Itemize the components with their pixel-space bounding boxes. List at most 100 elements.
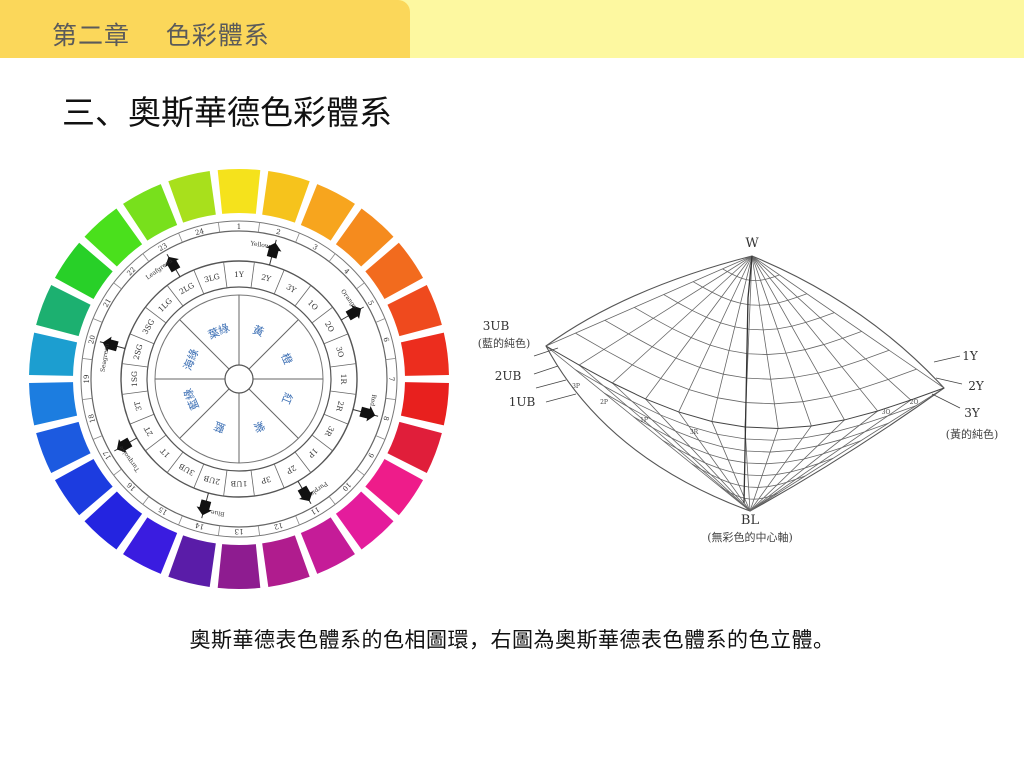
wheel-code-label: 3T (132, 400, 143, 412)
wheel-outer-number: 17 (102, 449, 113, 461)
wheel-outer-number: 6 (381, 336, 390, 343)
ring-line-outer (90, 230, 388, 528)
code-divider (330, 363, 357, 368)
wheel-outer-number: 22 (126, 266, 138, 278)
figure-caption: 奧斯華德表色體系的色相圖環，右圖為奧斯華德表色體系的色立體。 (189, 628, 835, 652)
header-tab (0, 0, 410, 58)
solid-latitude (634, 307, 862, 355)
solid-left-label-2ub: 2UB (495, 369, 522, 383)
hue-segment (168, 171, 216, 223)
wheel-code-label: 2Y (260, 272, 273, 283)
hue-segment (335, 491, 394, 550)
wheel-center-hub (224, 364, 254, 394)
code-divider (145, 434, 167, 452)
solid-bottom-label: BL (741, 513, 760, 528)
wheel-tick (92, 435, 103, 440)
center-hue-name: 藍 (212, 419, 227, 435)
center-hue-name: 橙 (278, 351, 295, 367)
wheel-outer-number: 7 (387, 377, 395, 381)
code-divider (323, 413, 349, 425)
leader-line (535, 379, 567, 389)
pointer-arrow-icon (265, 242, 282, 259)
wheel-outer-number: 9 (366, 451, 375, 459)
wheel-code-label: 1UB (230, 479, 247, 488)
wheel-outer-number: 21 (102, 297, 113, 309)
hue-segment (217, 169, 261, 214)
solid-mesh (545, 255, 945, 512)
wheel-code-label: 1Y (234, 270, 245, 279)
pointer-arrow-icon (102, 336, 119, 353)
wheel-outer-number: 4 (342, 267, 351, 276)
code-divider (193, 463, 205, 489)
wheel-outer-number: 18 (87, 413, 97, 424)
wheel-segments (29, 169, 449, 589)
hue-segment (168, 535, 216, 587)
code-divider (294, 451, 312, 473)
wheel-tick (328, 496, 336, 505)
pointer-arrow-icon (196, 499, 213, 516)
code-divider (223, 470, 228, 497)
wheel-tick (375, 318, 386, 323)
wheel-tick (356, 468, 365, 476)
wheel-code-label: 3LG (203, 272, 221, 285)
code-divider (250, 261, 255, 288)
solid-inner-mark: 1P (640, 417, 648, 424)
hue-segment (400, 332, 449, 376)
wheel-code-label: 2R (334, 400, 345, 413)
pointer-label: Seagreen (99, 343, 110, 373)
ostwald-color-solid: W BL (無彩色的中心軸) 3UB (藍的純色) 2UB 1UB 1Y 2Y … (478, 236, 999, 544)
center-hue-name: 黃 (251, 323, 266, 339)
wheel-outer-number: 19 (83, 375, 91, 384)
wheel-tick (257, 222, 261, 233)
solid-right-note-yellow: (黃的純色) (946, 427, 999, 441)
wheel-tick (328, 253, 336, 262)
solid-latitude (720, 487, 778, 500)
wheel-tick (217, 525, 221, 536)
pointer-arrow-icon (165, 256, 181, 273)
code-divider (145, 306, 167, 324)
wheel-spokes (155, 295, 323, 463)
solid-latitude (722, 268, 780, 282)
wheel-tick (217, 222, 221, 233)
hue-segment (387, 284, 442, 337)
ostwald-hue-wheel: 123456789101112131415161718192021222324 … (29, 169, 449, 589)
wheel-tick (113, 468, 122, 476)
wheel-tick (295, 515, 300, 526)
code-divider (250, 470, 255, 497)
wheel-outer-number: 14 (194, 521, 205, 531)
solid-left-label-1ub: 1UB (509, 395, 536, 409)
hue-segment (387, 421, 442, 474)
solid-bottom-note: (無彩色的中心軸) (707, 530, 793, 544)
pointer-arrow-icon (297, 485, 313, 502)
solid-inner-mark: 2P (600, 399, 608, 406)
wheel-outer-number: 24 (194, 227, 205, 237)
code-divider (166, 451, 184, 473)
wheel-tick (295, 232, 300, 243)
wheel-tick (113, 282, 122, 290)
leader-line (533, 365, 559, 375)
wheel-spoke (248, 319, 299, 370)
hue-segment (84, 491, 143, 550)
ring-line-code-inner (146, 286, 332, 472)
hue-segment (123, 184, 178, 241)
wheel-tick (82, 357, 93, 361)
center-hue-name: 紅 (279, 391, 295, 406)
wheel-tick (385, 397, 396, 401)
hue-segment (300, 517, 355, 574)
hue-segment (365, 458, 424, 516)
wheel-tick (178, 515, 183, 526)
wheel-tick (142, 253, 150, 262)
wheel-outer-number: 11 (309, 505, 321, 516)
ring-line-code-outer (120, 260, 358, 498)
solid-latitude (662, 439, 834, 477)
wheel-outer-number: 10 (340, 480, 352, 492)
code-divider (294, 285, 312, 307)
wheel-tick (178, 232, 183, 243)
pointer-label: Red (368, 394, 377, 407)
solid-inner-mark: 3R (690, 429, 699, 436)
hue-segment (262, 171, 310, 223)
wheel-ticks (82, 222, 396, 536)
wheel-code-label: 2SG (132, 343, 145, 361)
pointer-label: Blue (210, 508, 225, 517)
